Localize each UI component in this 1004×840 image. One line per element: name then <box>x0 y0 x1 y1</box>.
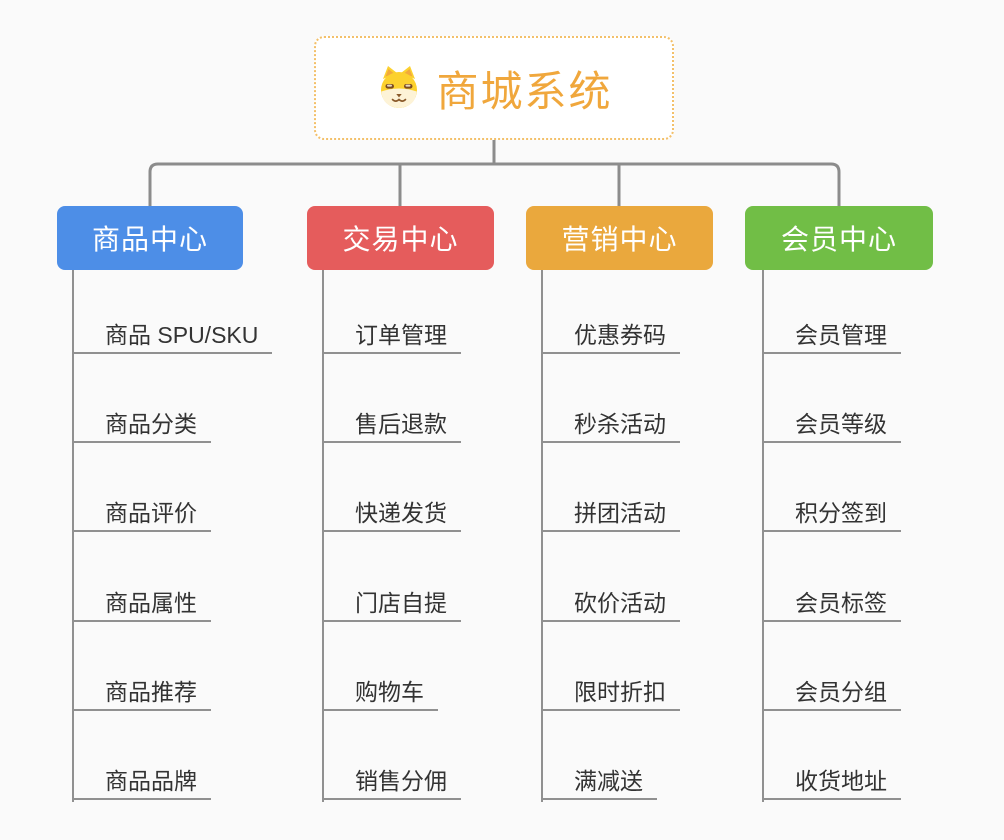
child-node[interactable]: 商品 SPU/SKU <box>72 320 273 354</box>
child-node[interactable]: 优惠券码 <box>541 320 680 354</box>
branch-label: 商品中心 <box>91 224 208 255</box>
child-node[interactable]: 商品评价 <box>72 498 211 532</box>
child-node[interactable]: 订单管理 <box>322 320 461 354</box>
branch-node-marketing-center[interactable]: 营销中心 <box>526 206 713 270</box>
child-node[interactable]: 会员分组 <box>762 677 901 711</box>
column-connector-line <box>322 270 324 802</box>
root-node[interactable]: 商城系统 <box>314 36 674 140</box>
child-node[interactable]: 收货地址 <box>762 766 901 800</box>
child-node[interactable]: 秒杀活动 <box>541 409 680 443</box>
dog-face-icon <box>381 66 418 108</box>
child-node[interactable]: 拼团活动 <box>541 498 680 532</box>
root-title: 商城系统 <box>436 67 613 115</box>
child-node[interactable]: 满减送 <box>541 766 657 800</box>
child-node[interactable]: 快递发货 <box>322 498 461 532</box>
branch-node-member-center[interactable]: 会员中心 <box>745 206 933 270</box>
child-node[interactable]: 商品推荐 <box>72 677 211 711</box>
branch-bus-line <box>148 162 841 207</box>
column-connector-line <box>762 270 764 802</box>
column-connector-line <box>72 270 74 802</box>
child-node[interactable]: 门店自提 <box>322 588 461 622</box>
child-node[interactable]: 销售分佣 <box>322 766 461 800</box>
column-connector-line <box>541 270 543 802</box>
child-node[interactable]: 会员等级 <box>762 409 901 443</box>
child-node[interactable]: 会员管理 <box>762 320 901 354</box>
child-node[interactable]: 购物车 <box>322 677 438 711</box>
child-node[interactable]: 售后退款 <box>322 409 461 443</box>
child-node[interactable]: 限时折扣 <box>541 677 680 711</box>
child-node[interactable]: 商品分类 <box>72 409 211 443</box>
branch-label: 会员中心 <box>780 224 897 255</box>
branch-node-trade-center[interactable]: 交易中心 <box>307 206 494 270</box>
branch-label: 营销中心 <box>561 224 678 255</box>
child-node[interactable]: 砍价活动 <box>541 588 680 622</box>
branch-label: 交易中心 <box>342 224 459 255</box>
child-node[interactable]: 会员标签 <box>762 588 901 622</box>
branch-node-product-center[interactable]: 商品中心 <box>57 206 243 270</box>
child-node[interactable]: 商品属性 <box>72 588 211 622</box>
child-node[interactable]: 积分签到 <box>762 498 901 532</box>
child-node[interactable]: 商品品牌 <box>72 766 211 800</box>
